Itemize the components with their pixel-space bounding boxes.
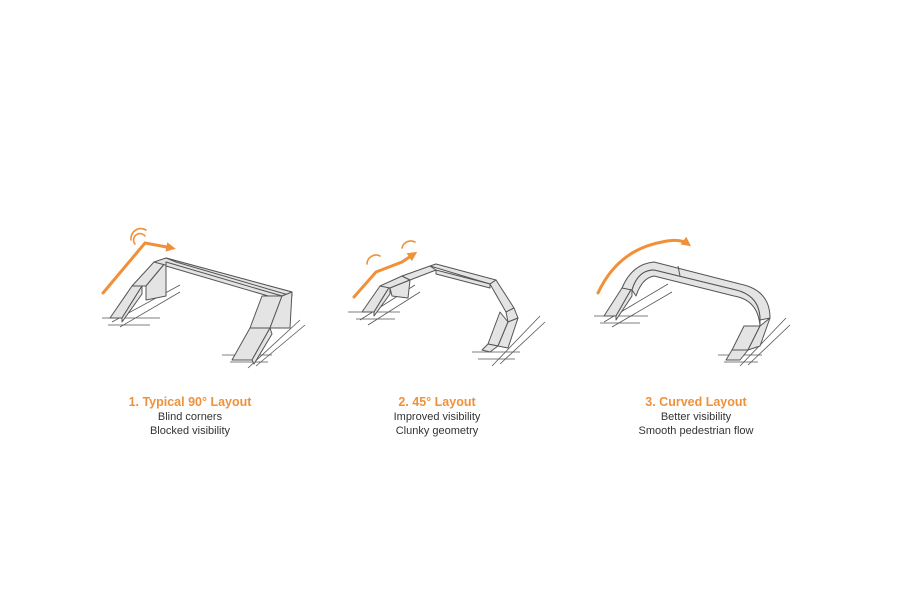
layout-90-note-2: Blocked visibility [149, 425, 231, 437]
building-structure [361, 263, 519, 353]
layout-45-title: 2. 45° Layout [398, 395, 476, 409]
layout-curved-illustration [594, 236, 791, 367]
building-structure [109, 257, 293, 365]
pedestrian-path-arrow [596, 236, 692, 295]
layout-90-title: 1. Typical 90° Layout [128, 395, 252, 409]
layout-45-degree-illustration [348, 240, 546, 367]
layout-45-caption: 2. 45° Layout Improved visibility Clunky… [327, 395, 547, 438]
layout-curved-caption: 3. Curved Layout Better visibility Smoot… [586, 395, 806, 438]
layout-45-note-1: Improved visibility [393, 411, 481, 423]
layout-90-caption: 1. Typical 90° Layout Blind corners Bloc… [80, 395, 300, 438]
building-structure [603, 261, 771, 361]
pedestrian-path-arrow [352, 251, 418, 299]
layout-curved-note-2: Smooth pedestrian flow [638, 425, 754, 437]
layout-90-note-1: Blind corners [157, 411, 223, 423]
signal-arcs-icon [366, 240, 416, 265]
layout-curved-note-1: Better visibility [660, 411, 732, 423]
layout-90-degree-illustration [101, 227, 306, 369]
signal-arcs-icon [130, 227, 147, 245]
layout-curved-title: 3. Curved Layout [645, 395, 747, 409]
layout-45-note-2: Clunky geometry [395, 425, 479, 437]
pedestrian-path-arrow [101, 241, 176, 295]
